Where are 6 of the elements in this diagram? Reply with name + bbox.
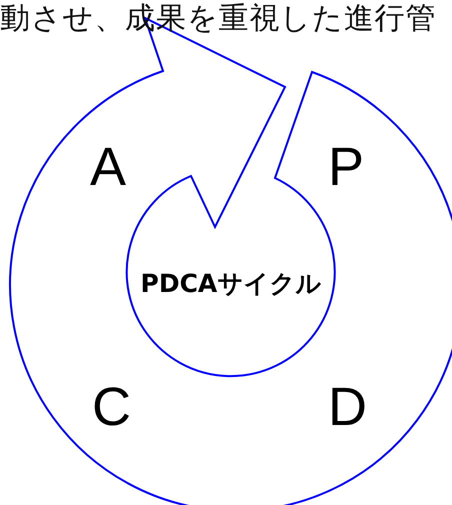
- cycle-title: PDCAサイクル: [140, 270, 322, 296]
- phase-letter: D: [328, 380, 367, 434]
- body-text: 動させ、成果を重視した進行管: [0, 4, 436, 34]
- phase-letter: P: [328, 140, 364, 194]
- phase-letter: A: [90, 140, 126, 194]
- phase-letter: C: [92, 380, 131, 434]
